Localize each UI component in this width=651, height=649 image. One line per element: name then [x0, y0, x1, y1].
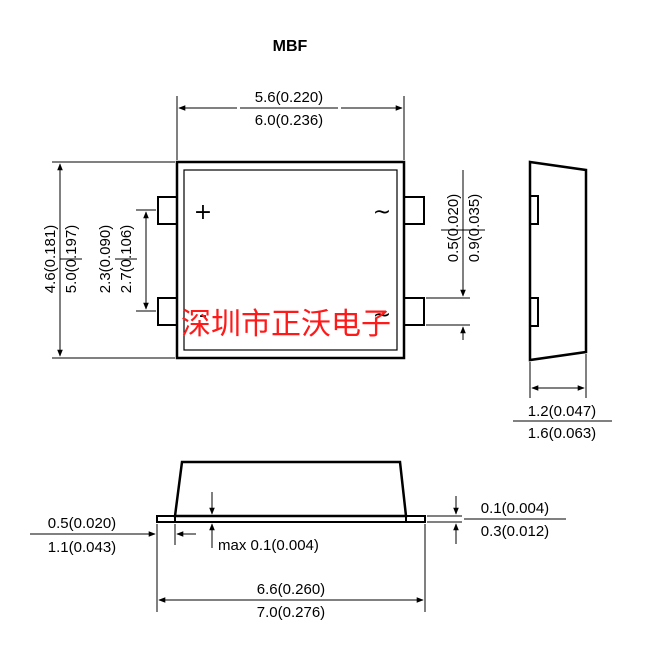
lead-length-min-label: 0.5(0.020) — [48, 515, 116, 532]
side-view-body — [528, 160, 588, 362]
ac-symbol-bottom: ~ — [373, 303, 391, 328]
pin-width-dimension — [426, 170, 485, 340]
thickness-max-label: 1.6(0.063) — [528, 425, 596, 442]
side-view-pin-bottom — [529, 297, 539, 327]
overall-length-max-label: 7.0(0.276) — [257, 604, 325, 621]
plus-symbol: + — [194, 200, 212, 225]
pin-pitch-dimension — [115, 209, 156, 312]
package-title: MBF — [273, 38, 308, 55]
overall-length-min-label: 6.6(0.260) — [257, 581, 325, 598]
width-max-label: 6.0(0.236) — [255, 112, 323, 129]
top-view — [157, 160, 425, 360]
top-view-inner-outline — [183, 169, 398, 351]
lead-length-max-label: 1.1(0.043) — [48, 539, 116, 556]
side-view-pin-top — [529, 195, 539, 225]
top-view-body — [175, 160, 406, 360]
pin-width-max-label: 0.9(0.035) — [466, 194, 483, 262]
ac-symbol-top: ~ — [373, 200, 391, 225]
pin-pitch-min-label: 2.3(0.090) — [97, 225, 114, 293]
standoff-label: max 0.1(0.004) — [218, 537, 319, 554]
thickness-min-label: 1.2(0.047) — [528, 403, 596, 420]
width-dimension — [176, 96, 405, 160]
pin-top-left — [157, 196, 178, 225]
width-min-label: 5.6(0.220) — [255, 89, 323, 106]
height-min-label: 4.6(0.181) — [42, 225, 59, 293]
watermark-text: 深圳市正沃电子 — [181, 307, 391, 342]
lead-thickness-min-label: 0.1(0.004) — [481, 500, 549, 517]
minus-symbol: - — [199, 303, 207, 328]
overall-length-dimension — [156, 524, 426, 612]
front-view-lead-right — [405, 515, 426, 523]
pin-top-right — [403, 196, 425, 225]
front-view-lead-left — [156, 515, 176, 523]
pin-bottom-left — [157, 297, 178, 326]
front-view — [156, 460, 426, 523]
side-view — [528, 160, 588, 362]
lead-thickness-max-label: 0.3(0.012) — [481, 523, 549, 540]
pin-bottom-right — [403, 297, 425, 326]
lead-thickness-dimension — [427, 496, 566, 544]
height-dimension — [52, 161, 175, 359]
pin-pitch-max-label: 2.7(0.106) — [118, 225, 135, 293]
pin-width-min-label: 0.5(0.020) — [445, 194, 462, 262]
front-view-body — [173, 460, 408, 518]
thickness-dimension — [513, 354, 612, 422]
